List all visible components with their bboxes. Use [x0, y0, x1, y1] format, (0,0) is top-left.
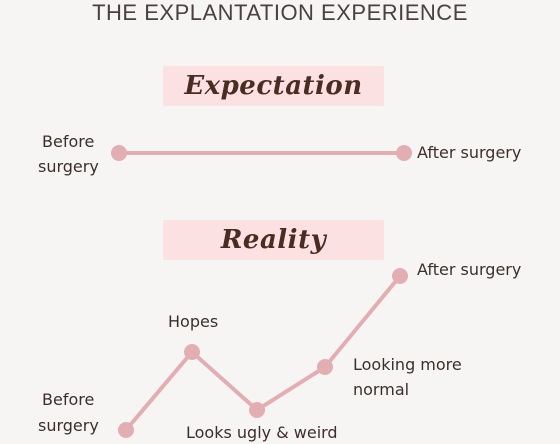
reality-heading: Reality [220, 225, 327, 255]
expectation-end-dot [396, 145, 412, 161]
reality-start-label-line1: Before [42, 390, 95, 409]
expectation-end-label: After surgery [417, 143, 522, 162]
expectation-start-dot [111, 145, 127, 161]
reality-start-dot [118, 422, 134, 438]
reality-hopes-dot [184, 344, 200, 360]
expectation-banner: Expectation [163, 66, 384, 106]
reality-low-dot [249, 402, 265, 418]
reality-end-label: After surgery [417, 260, 522, 279]
reality-low-label: Looks ugly & weird [186, 423, 338, 442]
expectation-heading: Expectation [184, 71, 363, 101]
reality-normal-dot [317, 359, 333, 375]
reality-start-label-line2: surgery [38, 416, 99, 435]
reality-normal-label-line1: Looking more [353, 355, 462, 374]
expectation-start-label-line2: surgery [38, 157, 99, 176]
reality-normal-label-line2: normal [353, 380, 410, 399]
reality-hopes-label: Hopes [168, 312, 219, 331]
expectation-start-label-line1: Before [42, 132, 95, 151]
reality-end-dot [392, 268, 408, 284]
reality-banner: Reality [163, 220, 384, 260]
page-title: THE EXPLANTATION EXPERIENCE [92, 0, 468, 25]
